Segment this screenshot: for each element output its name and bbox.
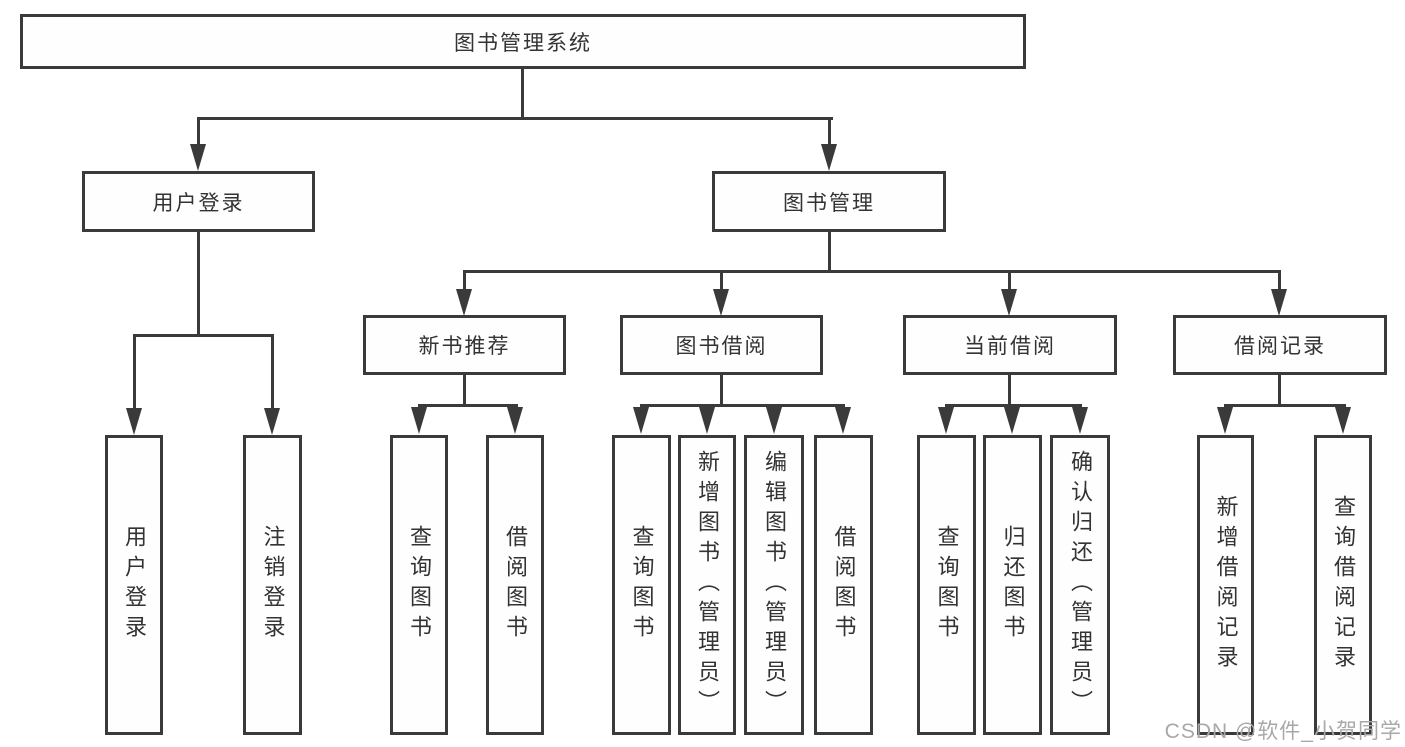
leaf-confirm-return-admin: 确认归还（管理员） [1050, 435, 1110, 735]
arrowhead-down-icon [699, 407, 715, 434]
connector-line [197, 117, 833, 120]
leaf-recommend-borrow-book: 借阅图书 [486, 435, 544, 735]
connector-line [133, 334, 274, 337]
connector-line [1278, 375, 1281, 406]
arrowhead-down-icon [938, 407, 954, 434]
arrowhead-down-icon [766, 407, 782, 434]
node-new-book-recommend-label: 新书推荐 [418, 335, 511, 358]
node-book-borrow: 图书借阅 [620, 315, 823, 375]
leaf-recommend-borrow-book-label: 借阅图书 [503, 525, 528, 645]
arrowhead-down-icon [126, 408, 142, 435]
leaf-add-borrow-record: 新增借阅记录 [1197, 435, 1254, 735]
arrowhead-down-icon [835, 407, 851, 434]
connector-line [521, 68, 524, 119]
arrowhead-down-icon [1271, 289, 1287, 316]
leaf-current-query-book: 查询图书 [917, 435, 976, 735]
node-user-login-label: 用户登录 [152, 191, 245, 215]
leaf-recommend-query-book-label: 查询图书 [407, 525, 432, 645]
node-borrow-record-label: 借阅记录 [1234, 335, 1326, 358]
connector-line [720, 375, 723, 406]
connector-line [197, 117, 200, 147]
leaf-current-query-book-label: 查询图书 [934, 525, 960, 645]
arrowhead-down-icon [633, 407, 649, 434]
arrowhead-down-icon [1004, 407, 1020, 434]
connector-line [1008, 375, 1011, 406]
leaf-confirm-return-admin-label: 确认归还（管理员） [1068, 450, 1093, 720]
leaf-edit-book-admin: 编辑图书（管理员） [744, 435, 804, 735]
connector-line [271, 334, 274, 410]
connector-line [1224, 404, 1346, 407]
leaf-user-login: 用户登录 [105, 435, 163, 735]
leaf-logout-label: 注销登录 [260, 525, 286, 645]
leaf-query-borrow-record-label: 查询借阅记录 [1331, 495, 1356, 675]
arrowhead-down-icon [190, 144, 206, 171]
leaf-borrow-query-book-label: 查询图书 [629, 525, 655, 645]
connector-line [463, 270, 466, 291]
leaf-add-book-admin: 新增图书（管理员） [678, 435, 736, 735]
node-borrow-record: 借阅记录 [1173, 315, 1387, 375]
node-current-borrow: 当前借阅 [903, 315, 1117, 375]
arrowhead-down-icon [264, 408, 280, 435]
arrowhead-down-icon [713, 289, 729, 316]
node-user-login: 用户登录 [82, 171, 315, 232]
node-book-borrow-label: 图书借阅 [675, 335, 768, 358]
node-root-label: 图书管理系统 [454, 31, 592, 55]
leaf-return-book: 归还图书 [983, 435, 1042, 735]
arrowhead-down-icon [1217, 407, 1233, 434]
arrowhead-down-icon [821, 144, 837, 171]
leaf-add-borrow-record-label: 新增借阅记录 [1213, 495, 1239, 675]
leaf-return-book-label: 归还图书 [1000, 525, 1026, 645]
node-root: 图书管理系统 [20, 14, 1026, 69]
leaf-recommend-query-book: 查询图书 [390, 435, 448, 735]
csdn-watermark: CSDN @软件_小贺同学 [1164, 720, 1402, 743]
leaf-borrow-book-label: 借阅图书 [831, 525, 857, 645]
leaf-edit-book-admin-label: 编辑图书（管理员） [762, 450, 787, 720]
connector-line [463, 270, 1281, 273]
node-new-book-recommend: 新书推荐 [363, 315, 566, 375]
connector-line [828, 117, 831, 147]
arrowhead-down-icon [507, 407, 523, 434]
arrowhead-down-icon [1001, 289, 1017, 316]
node-book-management-label: 图书管理 [783, 191, 875, 215]
connector-line [720, 270, 723, 291]
connector-line [828, 232, 831, 272]
connector-line [418, 404, 518, 407]
connector-line [945, 404, 1082, 407]
arrowhead-down-icon [456, 289, 472, 316]
arrowhead-down-icon [411, 407, 427, 434]
node-book-management: 图书管理 [712, 171, 946, 232]
connector-line [640, 404, 845, 407]
connector-line [133, 334, 136, 410]
connector-line [1008, 270, 1011, 291]
leaf-borrow-query-book: 查询图书 [612, 435, 671, 735]
arrowhead-down-icon [1335, 407, 1351, 434]
leaf-borrow-book: 借阅图书 [814, 435, 873, 735]
arrowhead-down-icon [1072, 407, 1088, 434]
leaf-query-borrow-record: 查询借阅记录 [1314, 435, 1372, 735]
leaf-logout: 注销登录 [243, 435, 302, 735]
connector-line [463, 375, 466, 406]
leaf-add-book-admin-label: 新增图书（管理员） [695, 450, 720, 720]
node-current-borrow-label: 当前借阅 [964, 335, 1056, 358]
leaf-user-login-label: 用户登录 [122, 525, 147, 645]
connector-line [197, 232, 200, 336]
connector-line [1278, 270, 1281, 291]
